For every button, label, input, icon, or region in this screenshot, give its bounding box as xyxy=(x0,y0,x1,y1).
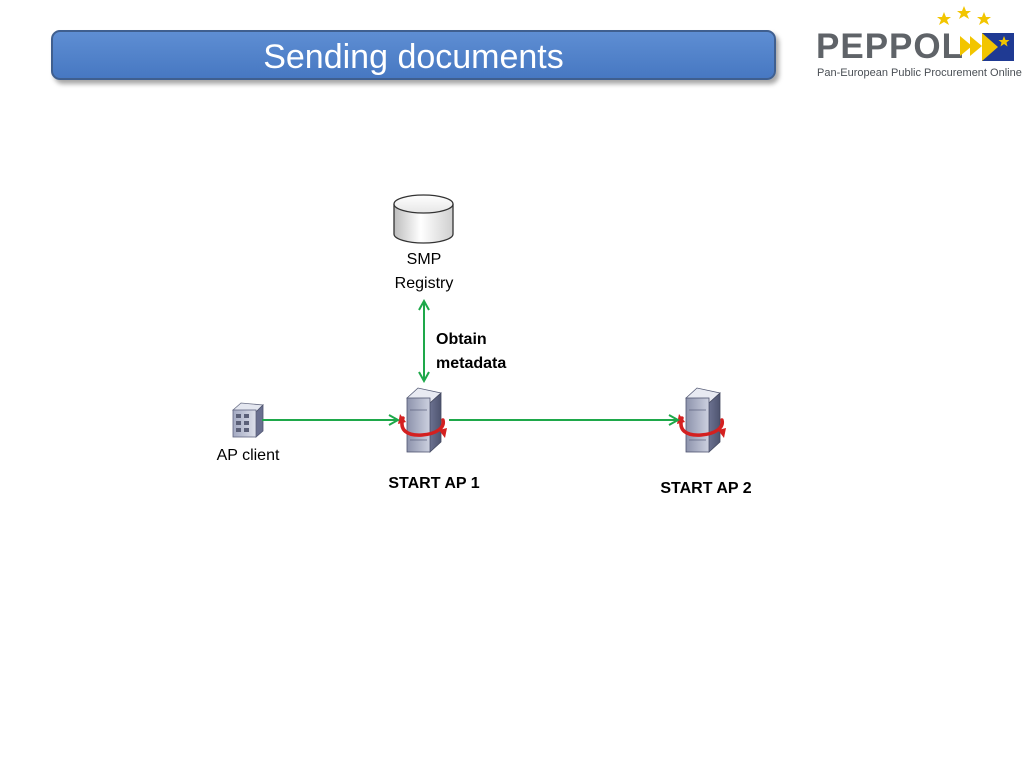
peppol-logo: PEPPOL Pan-European Public Procurement O… xyxy=(812,6,1022,84)
metadata-label-line2: metadata xyxy=(436,355,507,372)
logo-star-icon xyxy=(937,12,951,25)
smp-label-line2: Registry xyxy=(394,275,454,292)
logo-flag-icon xyxy=(937,6,1014,61)
smp-label-line1: SMP xyxy=(406,251,442,268)
metadata-label-line1: Obtain xyxy=(436,331,487,348)
logo-chevron-icon xyxy=(960,36,972,56)
logo-chevron-icon xyxy=(970,36,982,56)
logo-star-icon xyxy=(998,36,1010,47)
start-ap2-label: START AP 2 xyxy=(660,480,752,497)
client-building-icon xyxy=(232,402,264,438)
logo-tagline: Pan-European Public Procurement Online xyxy=(817,67,1022,79)
database-icon xyxy=(393,194,454,244)
server-icon-ap2 xyxy=(677,387,726,453)
smp-registry-label: SMP Registry xyxy=(374,248,474,296)
logo-star-icon xyxy=(957,6,971,19)
logo-flag-triangle xyxy=(982,33,998,61)
server-icon-ap1 xyxy=(398,387,447,453)
title-bar: Sending documents xyxy=(51,30,776,80)
obtain-metadata-label: Obtain metadata xyxy=(436,328,506,376)
slide-title: Sending documents xyxy=(263,38,564,76)
logo-wordmark: PEPPOL xyxy=(816,27,964,66)
ap-client-label: AP client xyxy=(216,447,280,464)
start-ap1-label: START AP 1 xyxy=(388,475,480,492)
logo-star-icon xyxy=(977,12,991,25)
